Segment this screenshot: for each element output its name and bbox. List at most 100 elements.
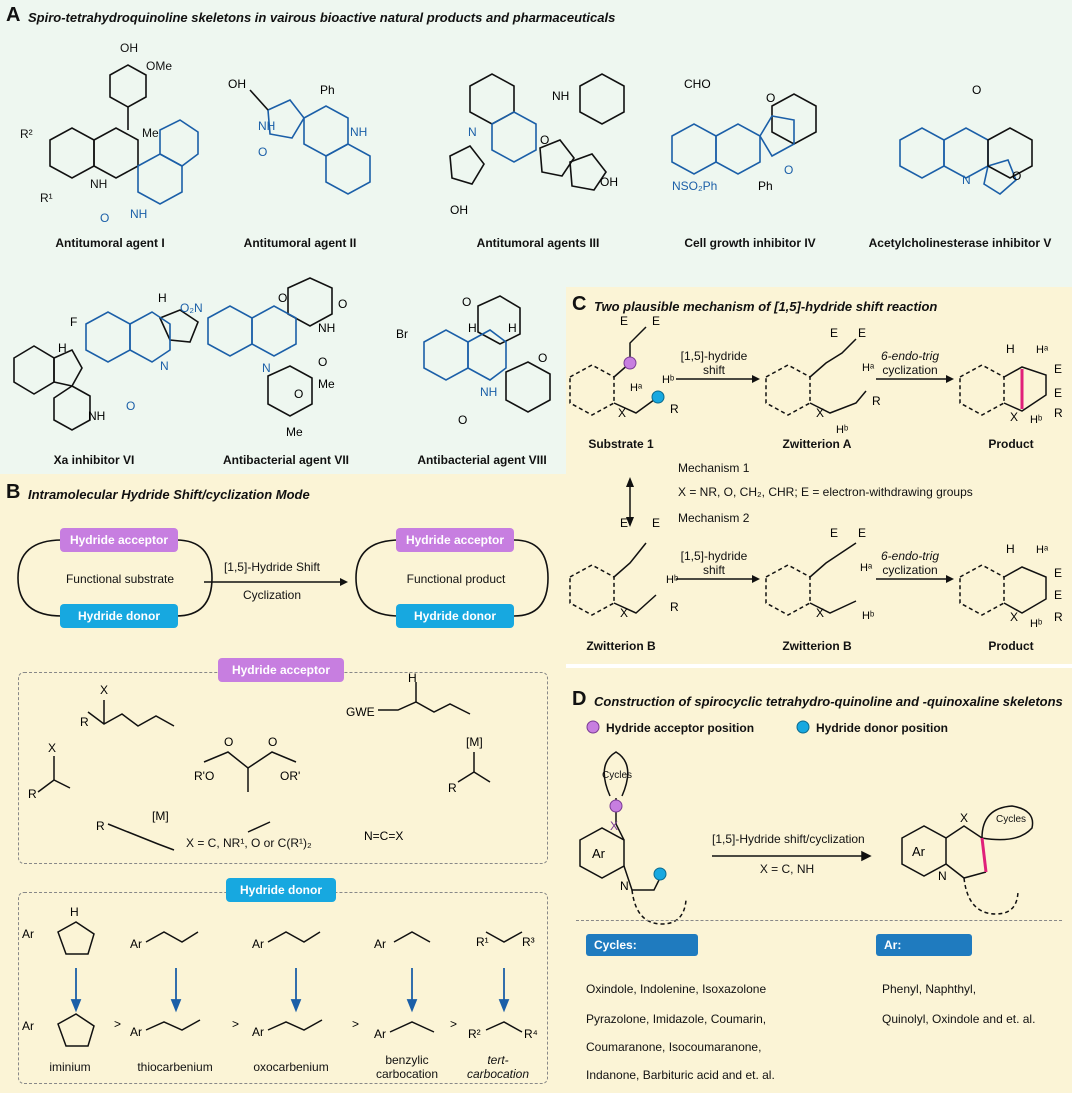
donor-examples-structures: Ar H Ar Ar Ar Ar Ar Ar Ar R¹ R³ R² R⁴ > … xyxy=(22,905,538,1047)
compound-vi-caption: Xa inhibitor VI xyxy=(53,453,135,467)
panel-c-title: Two plausible mechanism of [1,5]-hydride… xyxy=(594,299,938,314)
svg-text:Hᵃ: Hᵃ xyxy=(862,362,875,374)
spirocycle-scheme: X Ar N Ar X N xyxy=(579,751,1034,925)
svg-text:R³: R³ xyxy=(522,935,535,949)
svg-text:[M]: [M] xyxy=(466,735,483,749)
svg-text:Ar: Ar xyxy=(22,927,34,941)
svg-text:R: R xyxy=(28,787,37,801)
d-divider xyxy=(576,920,1062,921)
legend-acceptor-dot xyxy=(586,720,600,734)
svg-text:R²: R² xyxy=(20,127,33,141)
zwitterion-a-label: Zwitterion A xyxy=(782,437,852,451)
donor-product-benzylic: benzylic carbocation xyxy=(375,1053,439,1081)
svg-text:Ar: Ar xyxy=(374,937,386,951)
svg-text:NH: NH xyxy=(552,89,569,103)
svg-text:N: N xyxy=(468,125,477,139)
svg-text:Hᵃ: Hᵃ xyxy=(860,562,873,574)
svg-text:H: H xyxy=(1006,342,1015,356)
svg-text:R: R xyxy=(670,402,679,416)
compound-i-structure: OH OMe Me R² R¹ NH NH O xyxy=(20,41,199,225)
svg-text:Hᵇ: Hᵇ xyxy=(662,374,674,386)
svg-text:NH: NH xyxy=(350,125,367,139)
c-arrow3-bottom: shift xyxy=(702,563,725,577)
svg-text:N=C=X: N=C=X xyxy=(364,829,403,843)
svg-text:Hᵃ: Hᵃ xyxy=(1036,544,1049,556)
svg-text:O: O xyxy=(126,399,135,413)
panel-c: C Two plausible mechanism of [1,5]-hydri… xyxy=(566,287,1072,664)
svg-text:E: E xyxy=(620,516,628,530)
svg-text:H: H xyxy=(508,321,517,335)
panel-d-title: Construction of spirocyclic tetrahydro-q… xyxy=(594,694,1063,709)
compound-iv-caption: Cell growth inhibitor IV xyxy=(684,236,816,250)
svg-text:O: O xyxy=(100,211,109,225)
legend-donor-label: Hydride donor position xyxy=(816,721,948,735)
svg-text:Hᵇ: Hᵇ xyxy=(666,574,678,586)
svg-text:O: O xyxy=(338,297,347,311)
svg-text:Me: Me xyxy=(318,377,335,391)
svg-text:E: E xyxy=(858,526,866,540)
mechanism-2-label: Mechanism 2 xyxy=(678,511,750,525)
c-arrow1-bottom: shift xyxy=(702,363,725,377)
donor-product-oxocarbenium: oxocarbenium xyxy=(253,1060,329,1074)
ar-line-1: Phenyl, Naphthyl, xyxy=(882,982,977,996)
svg-text:H: H xyxy=(468,321,477,335)
compound-viii-caption: Antibacterial agent VIII xyxy=(417,453,547,467)
svg-text:E: E xyxy=(830,326,838,340)
svg-text:R: R xyxy=(872,394,881,408)
svg-text:Ar: Ar xyxy=(912,844,926,859)
svg-text:OH: OH xyxy=(120,41,138,55)
c-arrow2-top: 6-endo-trig xyxy=(880,349,940,363)
svg-text:R: R xyxy=(96,819,105,833)
svg-text:X: X xyxy=(620,606,628,620)
compound-ii-caption: Antitumoral agent II xyxy=(243,236,357,250)
svg-text:H: H xyxy=(1006,542,1015,556)
svg-text:Ar: Ar xyxy=(252,937,264,951)
mechanism-1-label: Mechanism 1 xyxy=(678,461,750,475)
mode-arrow-bottom-label: Cyclization xyxy=(242,588,302,602)
d-arrow-bottom: X = C, NH xyxy=(759,862,815,876)
svg-text:X: X xyxy=(618,406,626,420)
zwitterion-b-label-2: Zwitterion B xyxy=(782,639,852,653)
cycles-tag-right: Cycles xyxy=(996,814,1027,825)
svg-text:Br: Br xyxy=(396,327,408,341)
compound-vii-caption: Antibacterial agent VII xyxy=(222,453,350,467)
svg-text:Ph: Ph xyxy=(758,179,773,193)
compound-v-structure: O O N xyxy=(899,83,1033,195)
svg-text:E: E xyxy=(620,314,628,328)
acceptor-box-title: Hydride acceptor xyxy=(218,658,344,682)
svg-text:N: N xyxy=(962,173,971,187)
svg-text:NH: NH xyxy=(318,321,335,335)
panel-b-title: Intramolecular Hydride Shift/cyclization… xyxy=(28,487,310,502)
compound-ii-structure: OH Ph NH NH O xyxy=(228,77,371,195)
donor-box-title: Hydride donor xyxy=(226,878,336,902)
donor-product-thiocarbenium: thiocarbenium xyxy=(137,1060,213,1074)
donor-product-tert: tert- carbocation xyxy=(466,1053,530,1081)
svg-text:NH: NH xyxy=(258,119,275,133)
svg-text:R: R xyxy=(1054,406,1063,420)
svg-text:R'O: R'O xyxy=(194,769,214,783)
svg-text:O: O xyxy=(278,291,287,305)
cycles-tag-left: Cycles xyxy=(602,770,633,781)
svg-text:Ar: Ar xyxy=(374,1027,386,1041)
svg-text:E: E xyxy=(1054,566,1062,580)
svg-text:OH: OH xyxy=(228,77,246,91)
svg-text:H: H xyxy=(158,291,167,305)
svg-text:O: O xyxy=(224,735,233,749)
panel-a-title: Spiro-tetrahydroquinoline skeletons in v… xyxy=(28,10,616,25)
svg-text:O: O xyxy=(258,145,267,159)
svg-text:N: N xyxy=(262,361,271,375)
svg-text:Ar: Ar xyxy=(22,1019,34,1033)
svg-text:R⁴: R⁴ xyxy=(524,1027,538,1041)
compound-iii-caption: Antitumoral agents III xyxy=(476,236,600,250)
svg-text:NH: NH xyxy=(130,207,147,221)
svg-text:F: F xyxy=(70,315,77,329)
svg-text:R: R xyxy=(1054,610,1063,624)
compound-iv-structure: CHO NSO₂Ph Ph O O xyxy=(671,77,817,193)
cycles-line-4: Indanone, Barbituric acid and et. al. xyxy=(586,1068,775,1082)
svg-text:N: N xyxy=(160,359,169,373)
svg-text:E: E xyxy=(858,326,866,340)
svg-text:Ar: Ar xyxy=(130,937,142,951)
compound-vi-structure: F H NH H N O xyxy=(13,291,199,431)
x-definition-label: X = C, NR¹, O or C(R¹)₂ xyxy=(186,836,312,850)
panel-a: A Spiro-tetrahydroquinoline skeletons in… xyxy=(0,0,1072,474)
